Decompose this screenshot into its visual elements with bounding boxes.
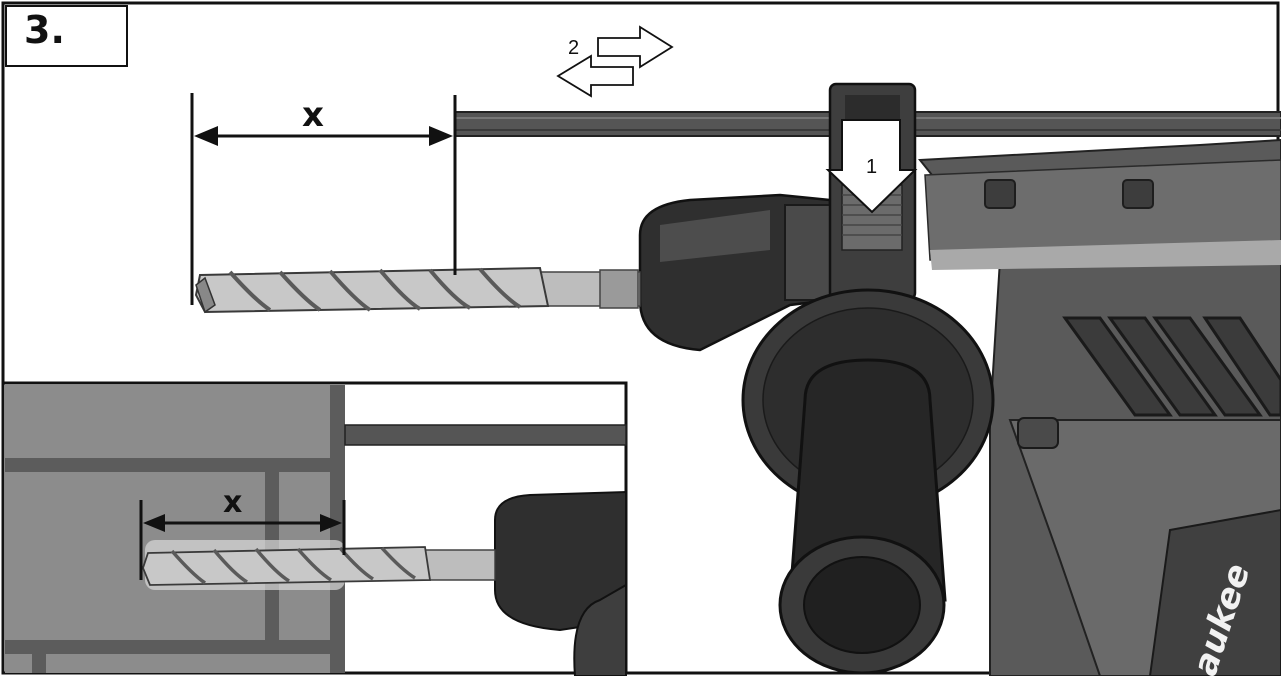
- brand-panel: [1148, 508, 1281, 676]
- arrow-1-down: [825, 119, 918, 214]
- side-handle-grip: [788, 358, 947, 602]
- arrow-1-label: 1: [866, 156, 878, 178]
- drill-illustration: [190, 25, 1281, 676]
- arrow-2-right: [597, 25, 674, 69]
- vent-slots: [1062, 316, 1281, 417]
- arrow-2-label: 2: [568, 37, 580, 59]
- dimension-x-main: [190, 93, 457, 305]
- arrow-2-left: [556, 54, 634, 98]
- drill-bit-inset: [142, 546, 496, 586]
- step-number-box: [5, 5, 128, 67]
- dimension-label-inset: x: [223, 485, 243, 520]
- mortar-lines: [5, 385, 345, 673]
- wall: [5, 385, 345, 673]
- inset-illustration: [1, 381, 628, 676]
- dimension-x-inset: [139, 500, 346, 580]
- step-number: 3.: [24, 8, 65, 52]
- dimension-label-main: x: [302, 95, 324, 135]
- drill-bit-main: [194, 266, 641, 314]
